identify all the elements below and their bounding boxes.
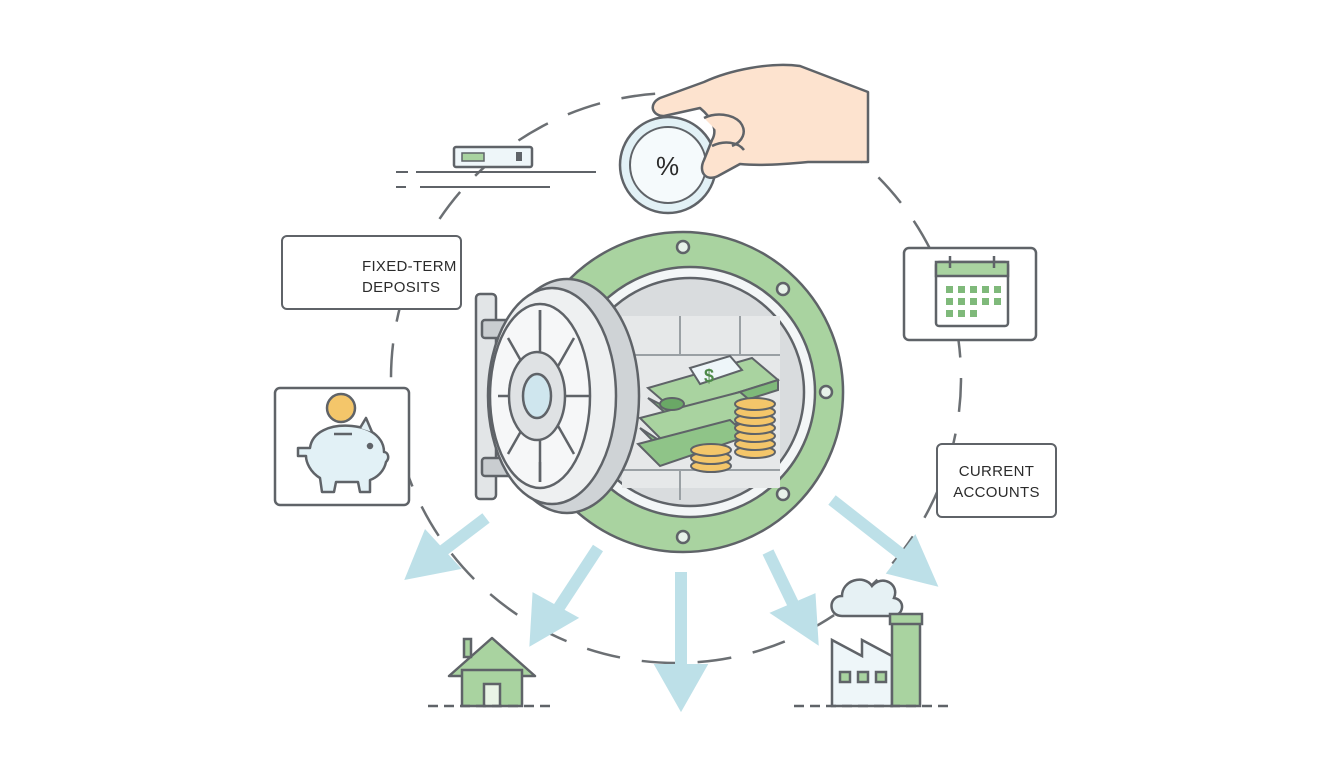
current-accounts-label: CURRENT ACCOUNTS xyxy=(938,461,1055,503)
cloud-icon xyxy=(830,578,904,618)
coin-stack-icon xyxy=(690,397,776,473)
fixed-term-deposits-label: FIXED-TERM DEPOSITS xyxy=(362,256,457,298)
current-accounts-card: CURRENT ACCOUNTS xyxy=(936,443,1057,518)
percent-coin-icon: % xyxy=(618,115,718,215)
arrow-left xyxy=(432,513,490,561)
card-icon xyxy=(452,145,534,169)
fixed-term-line1: FIXED-TERM xyxy=(362,258,457,275)
house-icon xyxy=(428,636,556,708)
arrow-right xyxy=(828,495,910,563)
speed-lines xyxy=(396,171,596,188)
factory-icon xyxy=(794,612,948,708)
cash-stack-icon: $ xyxy=(636,354,781,468)
arrow-right-mid xyxy=(762,549,802,613)
vault-door-icon xyxy=(474,277,641,515)
svg-text:$: $ xyxy=(704,366,714,386)
calendar-icon xyxy=(934,256,1010,328)
piggy-bank-card xyxy=(273,386,411,507)
flow-circle xyxy=(389,91,963,665)
current-accounts-line2: ACCOUNTS xyxy=(953,484,1040,501)
percent-symbol: % xyxy=(656,151,679,181)
fixed-term-line2: DEPOSITS xyxy=(362,279,441,296)
flow-arrows xyxy=(404,495,939,713)
piggy-bank-icon xyxy=(296,416,390,494)
arrow-left-mid xyxy=(550,544,604,616)
fixed-term-deposits-card: FIXED-TERM DEPOSITS xyxy=(281,235,462,310)
current-accounts-line1: CURRENT xyxy=(958,463,1035,480)
calendar-card xyxy=(902,246,1038,342)
gold-coin-icon xyxy=(325,392,357,424)
hand-icon xyxy=(651,63,870,179)
